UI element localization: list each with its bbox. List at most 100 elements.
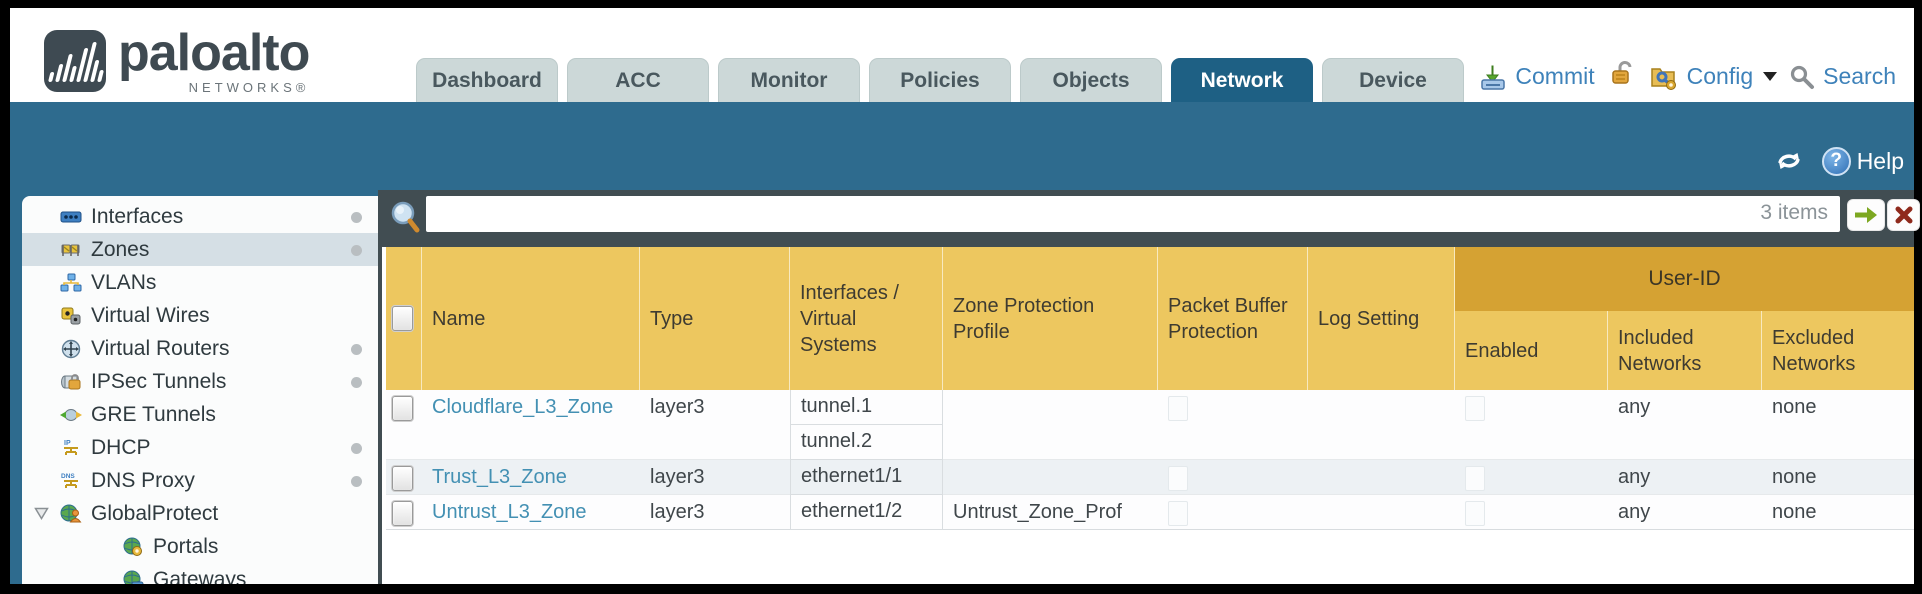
tab-acc[interactable]: ACC: [567, 58, 709, 102]
column-header-type[interactable]: Type: [640, 247, 790, 390]
config-menu[interactable]: Config: [1649, 62, 1778, 92]
table-row: Untrust_L3_Zone layer3 ethernet1/2 Untru…: [386, 495, 1914, 530]
zone-protection-profile-cell: Untrust_Zone_Prof: [953, 501, 1122, 523]
commit-button[interactable]: Commit: [1479, 63, 1595, 91]
commit-label: Commit: [1515, 63, 1595, 89]
zones-table: Name Type Interfaces / Virtual Systems Z…: [386, 247, 1914, 530]
virtual-wires-icon: [61, 307, 81, 324]
item-dot: [351, 244, 362, 256]
interface-cell: ethernet1/2: [790, 495, 943, 530]
column-header-interfaces[interactable]: Interfaces / Virtual Systems: [790, 247, 943, 390]
column-header-excluded-networks[interactable]: Excluded Networks: [1772, 326, 1856, 375]
row-checkbox[interactable]: [392, 466, 413, 491]
config-label: Config: [1686, 63, 1754, 89]
sidebar-item-gre-tunnels[interactable]: GRE Tunnels: [22, 398, 378, 431]
tab-policies[interactable]: Policies: [869, 58, 1011, 102]
main-nav-tabs: Dashboard ACC Monitor Policies Objects N…: [416, 58, 1464, 102]
brand-name: paloalto: [118, 24, 310, 82]
item-dot: [351, 376, 362, 388]
excluded-networks-cell: none: [1772, 501, 1817, 523]
network-sidebar: Interfaces Zones VLANs: [22, 196, 378, 584]
sidebar-item-label: GlobalProtect: [91, 501, 219, 525]
zone-protection-profile-cell: [943, 390, 1158, 459]
clear-filter-button[interactable]: [1888, 200, 1919, 230]
sidebar-item-label: Interfaces: [91, 204, 184, 228]
brand-subtitle: NETWORKS®: [188, 80, 310, 95]
sidebar-item-interfaces[interactable]: Interfaces: [22, 200, 378, 233]
table-row: Trust_L3_Zone layer3 ethernet1/1 any non…: [386, 460, 1914, 495]
sidebar-item-label: Gateways: [153, 567, 247, 585]
filter-search-icon[interactable]: [388, 198, 422, 238]
interface-cell: ethernet1/1: [790, 460, 943, 495]
search-icon: [1791, 65, 1815, 89]
sidebar-item-ipsec-tunnels[interactable]: IPSec Tunnels: [22, 365, 378, 398]
expand-triangle-icon[interactable]: [34, 507, 49, 520]
select-all-checkbox[interactable]: [392, 306, 413, 331]
excluded-networks-cell: none: [1772, 466, 1817, 488]
tab-network[interactable]: Network: [1171, 58, 1313, 102]
search-label: Search: [1823, 63, 1896, 89]
user-id-enabled-checkbox[interactable]: [1465, 396, 1485, 421]
user-id-enabled-checkbox[interactable]: [1465, 466, 1485, 491]
zone-name-link[interactable]: Untrust_L3_Zone: [432, 501, 587, 523]
interface-cell: tunnel.2: [790, 425, 943, 460]
column-header-enabled[interactable]: Enabled: [1455, 247, 1608, 390]
tab-dashboard[interactable]: Dashboard: [416, 58, 558, 102]
packet-buffer-checkbox[interactable]: [1168, 396, 1188, 421]
clear-filter-icon: [1895, 206, 1912, 224]
zones-main-panel: 3 items Name Type Interfaces / Virtual S: [382, 190, 1919, 584]
zone-type-cell: layer3: [650, 466, 705, 488]
commit-icon: [1481, 65, 1506, 90]
column-header-log-setting[interactable]: Log Setting: [1308, 247, 1455, 390]
tab-objects[interactable]: Objects: [1020, 58, 1162, 102]
sidebar-item-label: Zones: [91, 237, 150, 261]
zone-name-link[interactable]: Cloudflare_L3_Zone: [432, 396, 614, 418]
lock-button[interactable]: [1607, 59, 1637, 94]
column-header-packet-buffer-protection[interactable]: Packet Buffer Protection: [1158, 247, 1308, 390]
help-label: Help: [1856, 147, 1904, 174]
packet-buffer-checkbox[interactable]: [1168, 466, 1188, 491]
content-area: Interfaces Zones VLANs: [10, 190, 1919, 584]
sidebar-item-gateways[interactable]: Gateways: [22, 563, 378, 584]
sidebar-item-label: GRE Tunnels: [91, 402, 216, 426]
sidebar-item-dhcp[interactable]: IP DHCP: [22, 431, 378, 464]
refresh-button refresh-icon[interactable]: [1772, 146, 1806, 176]
sidebar-item-virtual-routers[interactable]: Virtual Routers: [22, 332, 378, 365]
column-header-name[interactable]: Name: [422, 247, 640, 390]
user-id-enabled-checkbox[interactable]: [1465, 501, 1485, 526]
row-checkbox[interactable]: [392, 501, 413, 526]
included-networks-cell: any: [1618, 501, 1651, 523]
panel-divider: [378, 190, 382, 584]
sidebar-item-vlans[interactable]: VLANs: [22, 266, 378, 299]
apply-filter-button[interactable]: [1848, 200, 1884, 230]
sidebar-item-zones[interactable]: Zones: [22, 233, 378, 266]
page-toolbar-band: ? Help: [10, 102, 1914, 190]
sidebar-item-portals[interactable]: Portals: [22, 530, 378, 563]
dhcp-icon: IP: [64, 440, 78, 455]
table-row: Cloudflare_L3_Zone layer3 tunnel.1 tunne…: [386, 390, 1914, 460]
sidebar-item-label: Virtual Wires: [91, 303, 210, 327]
sidebar-item-label: Virtual Routers: [91, 336, 230, 360]
globalprotect-icon: [60, 504, 82, 522]
row-checkbox[interactable]: [392, 396, 413, 421]
filter-input[interactable]: [426, 196, 1840, 232]
filter-input-wrap: 3 items: [426, 196, 1840, 232]
zone-name-link[interactable]: Trust_L3_Zone: [432, 466, 567, 488]
top-header: paloalto NETWORKS® Dashboard ACC Monitor…: [10, 8, 1914, 102]
sidebar-item-globalprotect[interactable]: GlobalProtect: [22, 497, 378, 530]
zones-icon: [61, 244, 80, 256]
tab-monitor[interactable]: Monitor: [718, 58, 860, 102]
search-button[interactable]: Search: [1789, 63, 1896, 90]
filter-bar: 3 items: [382, 190, 1919, 247]
column-header-included-networks[interactable]: Included Networks: [1608, 247, 1762, 390]
help-button[interactable]: ? Help: [1821, 146, 1904, 176]
lock-icon: [1611, 60, 1632, 84]
tab-device[interactable]: Device: [1322, 58, 1464, 102]
sidebar-item-dns-proxy[interactable]: DNS DNS Proxy: [22, 464, 378, 497]
packet-buffer-checkbox[interactable]: [1168, 501, 1188, 526]
paloalto-logo-icon: [44, 30, 106, 92]
included-networks-cell: any: [1618, 396, 1651, 418]
sidebar-item-virtual-wires[interactable]: Virtual Wires: [22, 299, 378, 332]
sidebar-item-label: DHCP: [91, 435, 151, 459]
column-header-zone-protection-profile[interactable]: Zone Protection Profile: [943, 247, 1158, 390]
